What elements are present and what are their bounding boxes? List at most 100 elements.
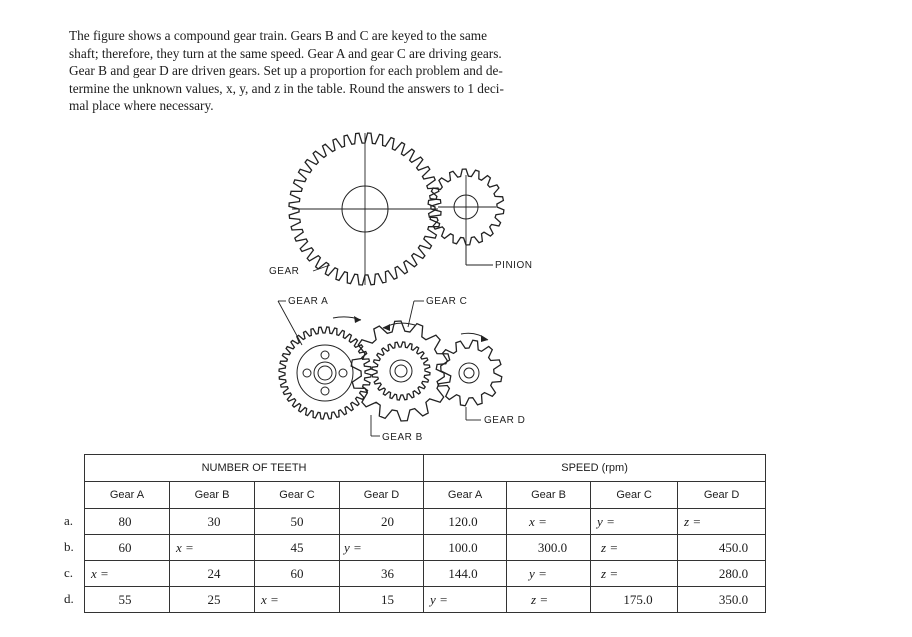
gear-problems-table: NUMBER OF TEETH SPEED (rpm) Gear A Gear … bbox=[83, 454, 767, 613]
gear-d-bore-inner bbox=[463, 367, 475, 379]
cell-value: 50 bbox=[290, 513, 304, 529]
table-cell: 100.0 bbox=[423, 534, 508, 561]
column-header: Gear A bbox=[84, 481, 170, 509]
table-cell: 300.0 bbox=[506, 534, 592, 561]
unknown-label: x = bbox=[261, 592, 279, 607]
table-cell: 450.0 bbox=[677, 534, 767, 561]
unknown-label: z = bbox=[531, 592, 549, 607]
table-cell: 55 bbox=[84, 586, 170, 613]
speed-group-header: SPEED (rpm) bbox=[423, 454, 767, 482]
cell-value: 300.0 bbox=[537, 539, 568, 555]
cell-value: 350.0 bbox=[718, 591, 749, 607]
table-cell: z = bbox=[590, 534, 679, 561]
gear-a-outline bbox=[278, 326, 372, 420]
column-header: Gear B bbox=[169, 481, 255, 509]
table-cell: 60 bbox=[84, 534, 170, 561]
table-cell: 24 bbox=[169, 560, 255, 587]
gear-train-figure: GEAR PINION GEAR A GEAR C bbox=[269, 132, 532, 443]
table-cell: 350.0 bbox=[677, 586, 767, 613]
table-cell: 15 bbox=[338, 586, 425, 613]
instructions-line: termine the unknown values, x, y, and z … bbox=[69, 80, 504, 96]
cell-value: 144.0 bbox=[448, 565, 478, 581]
gear-d-label: GEAR D bbox=[484, 415, 525, 426]
column-header: Gear D bbox=[677, 481, 767, 509]
column-header: Gear C bbox=[254, 481, 340, 509]
gear-b-label: GEAR B bbox=[382, 432, 423, 443]
cell-value: 60 bbox=[118, 539, 132, 555]
gear-a-hole bbox=[338, 368, 348, 378]
table-cell: 175.0 bbox=[590, 586, 679, 613]
cell-value: 120.0 bbox=[448, 513, 478, 529]
gear-c-label: GEAR C bbox=[426, 296, 467, 307]
table-cell: y = bbox=[338, 534, 425, 561]
table-cell: z = bbox=[590, 560, 679, 587]
cell-value: 175.0 bbox=[623, 591, 653, 607]
gear-a-web bbox=[296, 344, 354, 402]
instructions-line: Gear B and gear D are driven gears. Set … bbox=[69, 63, 503, 79]
gear-c-outline bbox=[350, 320, 452, 422]
teeth-group-header: NUMBER OF TEETH bbox=[83, 454, 425, 482]
unknown-label: x = bbox=[176, 540, 194, 555]
table-cell: x = bbox=[169, 534, 255, 561]
gear-label: GEAR bbox=[269, 266, 299, 277]
table-row: 55 25 x = 15 y = z = 175.0 350.0 bbox=[84, 586, 767, 613]
table-cell: x = bbox=[84, 560, 170, 587]
instructions-line: shaft; therefore, they turn at the same … bbox=[69, 45, 502, 61]
cell-value: 100.0 bbox=[448, 539, 478, 555]
cell-value: 450.0 bbox=[718, 539, 749, 555]
table-cell: 280.0 bbox=[677, 560, 767, 587]
top-gear-pair: GEAR PINION bbox=[269, 132, 532, 286]
pinion-label: PINION bbox=[495, 260, 532, 271]
table-cell: x = bbox=[506, 508, 592, 535]
table-cell: 25 bbox=[169, 586, 255, 613]
table-cell: y = bbox=[506, 560, 592, 587]
compound-gear-train: GEAR A GEAR C GEAR D GEAR B bbox=[277, 296, 525, 443]
unknown-label: x = bbox=[529, 514, 547, 529]
table-cell: y = bbox=[590, 508, 679, 535]
cell-value: 36 bbox=[381, 565, 395, 581]
unknown-label: z = bbox=[601, 540, 619, 555]
cell-value: 30 bbox=[207, 513, 221, 529]
group-header-row: NUMBER OF TEETH SPEED (rpm) bbox=[83, 454, 767, 482]
unknown-label: y = bbox=[529, 566, 547, 581]
column-header: Gear D bbox=[338, 481, 425, 509]
gear-leader bbox=[312, 264, 331, 272]
unknown-label: y = bbox=[430, 592, 448, 607]
table-cell: z = bbox=[506, 586, 592, 613]
table-cell: 45 bbox=[254, 534, 340, 561]
cell-value: 24 bbox=[207, 565, 221, 581]
table-row: 60 x = 45 y = 100.0 300.0 z = 450.0 bbox=[84, 534, 767, 561]
column-header: Gear A bbox=[423, 481, 508, 509]
unknown-label: z = bbox=[601, 566, 619, 581]
cell-value: 45 bbox=[290, 539, 304, 555]
table-cell: 80 bbox=[84, 508, 170, 535]
table-cell: x = bbox=[254, 586, 340, 613]
table-cell: 144.0 bbox=[423, 560, 508, 587]
unknown-label: y = bbox=[597, 514, 615, 529]
gear-b-bore bbox=[389, 359, 413, 383]
gear-a-hole bbox=[320, 386, 330, 396]
cell-value: 25 bbox=[207, 591, 221, 607]
gear-c-leader-diag bbox=[407, 300, 415, 328]
gear-a-hole bbox=[320, 350, 330, 360]
table-cell: 36 bbox=[338, 560, 425, 587]
cell-value: 60 bbox=[290, 565, 304, 581]
gear-d-outline bbox=[435, 339, 503, 407]
table-cell: 20 bbox=[338, 508, 425, 535]
column-header: Gear C bbox=[590, 481, 679, 509]
table-cell: 60 bbox=[254, 560, 340, 587]
cell-value: 15 bbox=[381, 591, 395, 607]
unknown-label: y = bbox=[344, 540, 362, 555]
table-cell: 30 bbox=[169, 508, 255, 535]
cell-value: 20 bbox=[381, 513, 395, 529]
unknown-label: z = bbox=[684, 514, 702, 529]
instructions-paragraph: The figure shows a compound gear train. … bbox=[69, 27, 599, 115]
table-cell: 50 bbox=[254, 508, 340, 535]
gear-a-leader-diag bbox=[277, 300, 303, 346]
table-cell: z = bbox=[677, 508, 767, 535]
gear-d-bore bbox=[458, 362, 480, 384]
cell-value: 80 bbox=[118, 513, 132, 529]
instructions-line: mal place where necessary. bbox=[69, 98, 214, 114]
rotation-arrowhead-a bbox=[354, 316, 361, 323]
column-header: Gear B bbox=[506, 481, 592, 509]
